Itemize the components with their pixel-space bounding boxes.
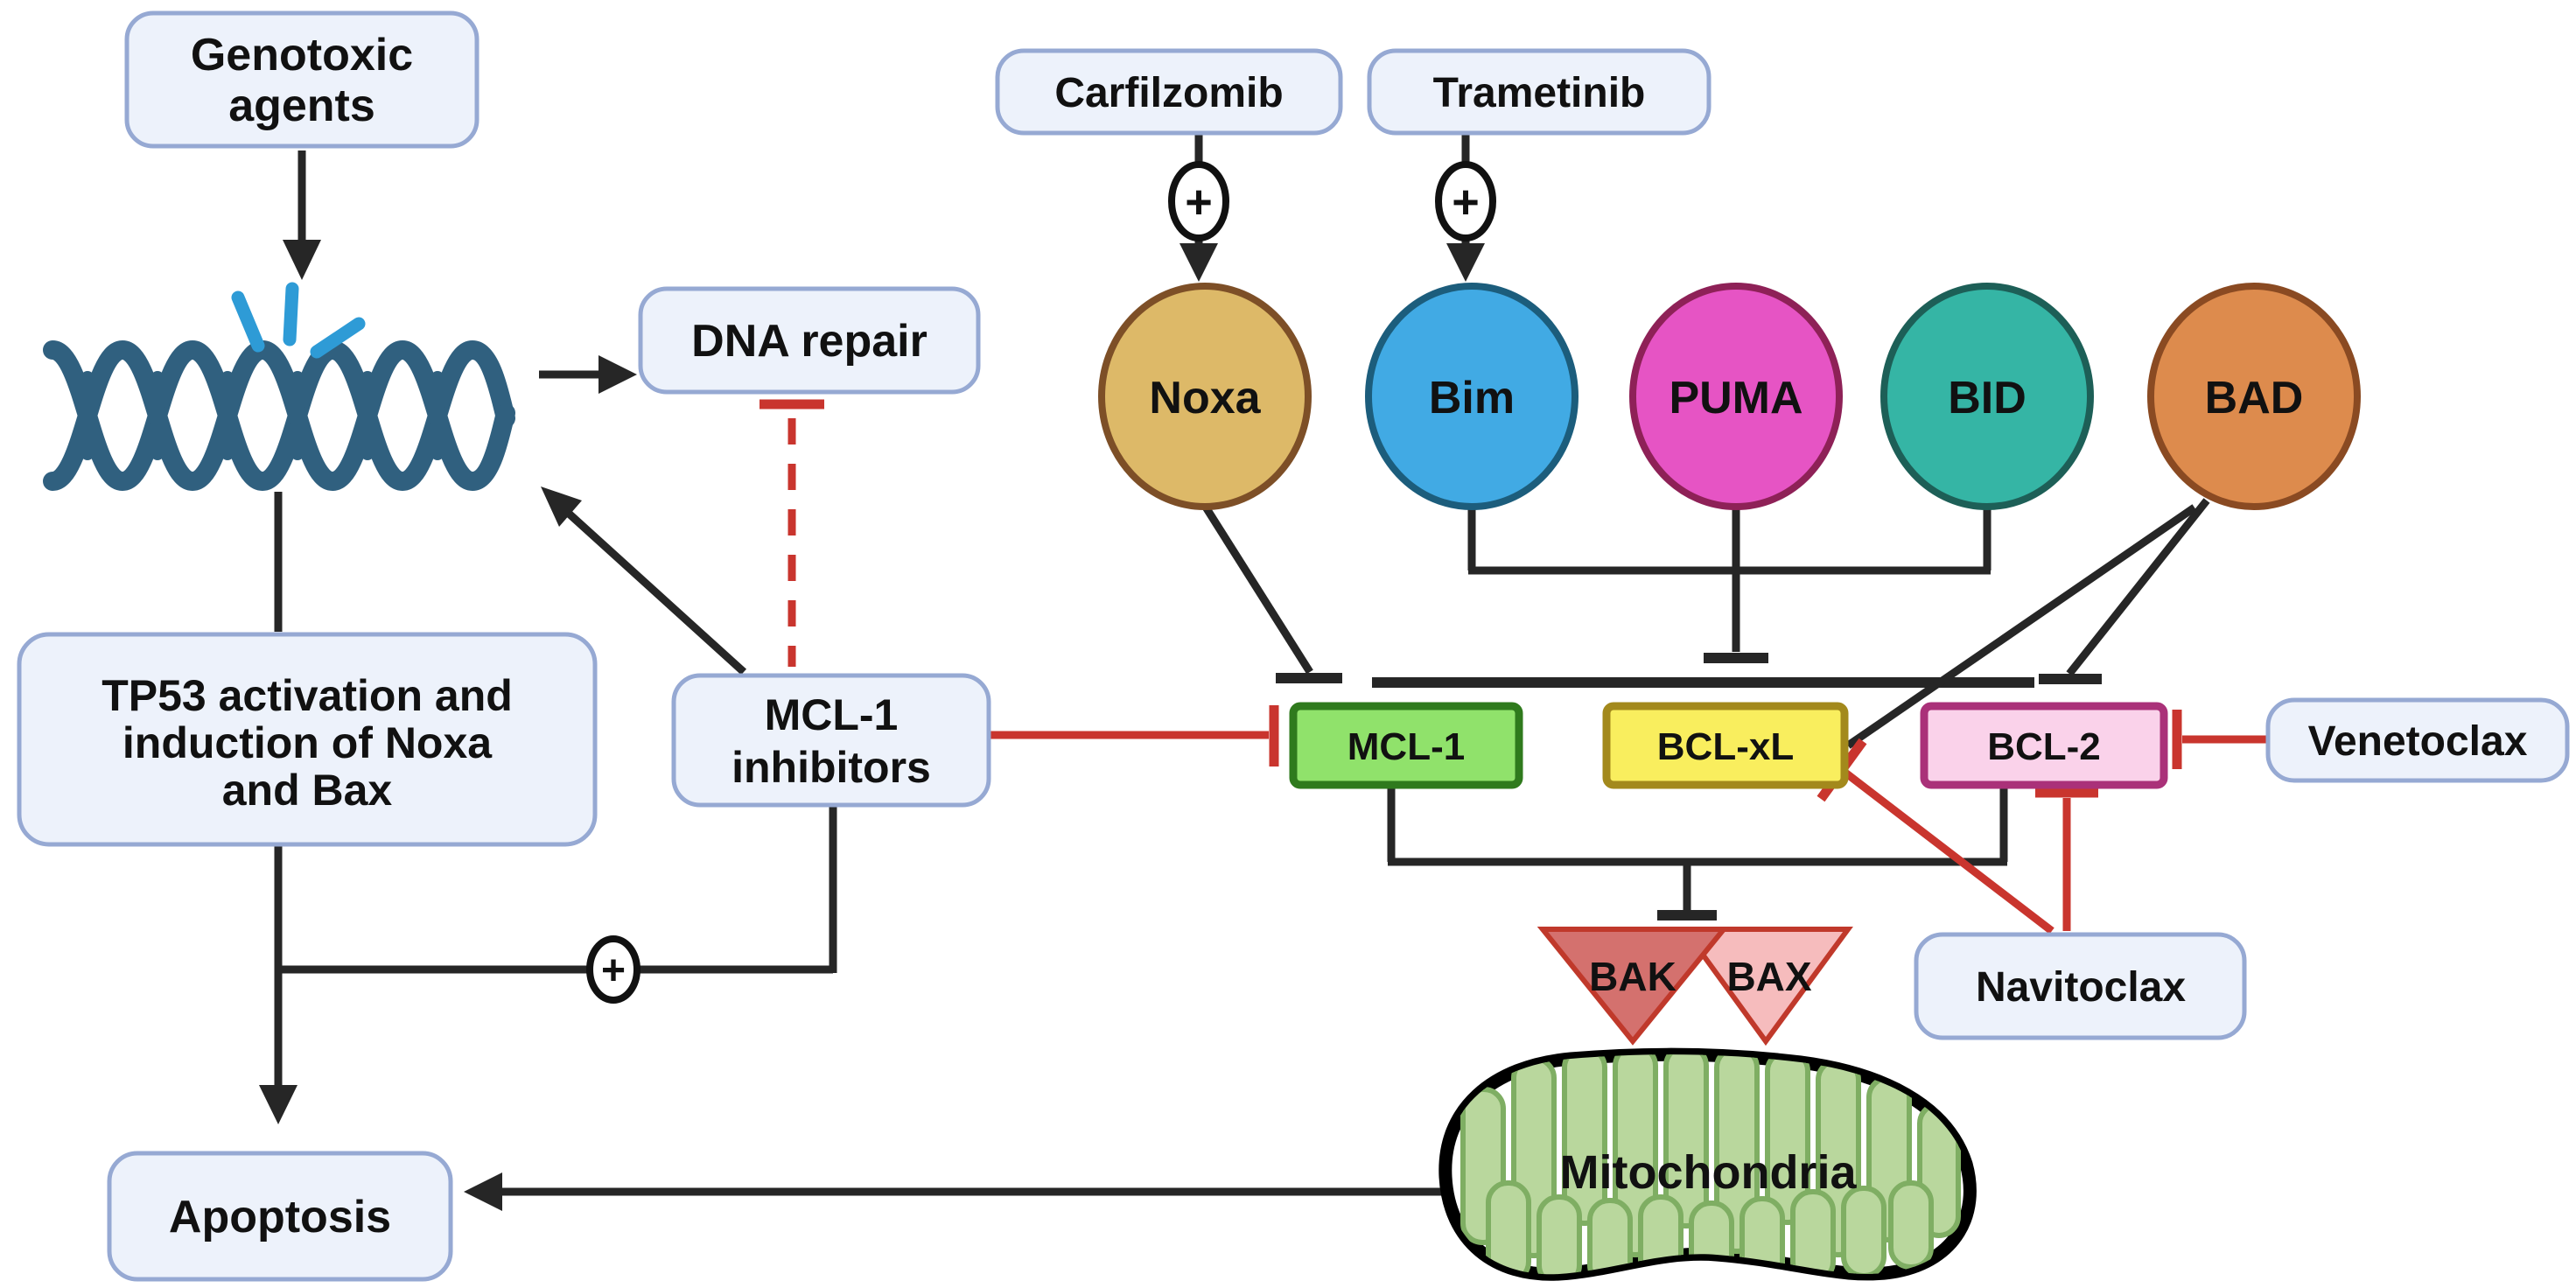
- node-tp53: TP53 activation and induction of Noxa an…: [17, 632, 598, 847]
- bid-label: BID: [1948, 373, 2026, 424]
- inhibition-bad-to-bcl2: [2039, 498, 2210, 684]
- bak-label: BAK: [1589, 954, 1676, 999]
- tp53-label-line1: TP53 activation and: [102, 671, 513, 720]
- inhibition-bim-puma-bid-bracket: [1467, 506, 1992, 663]
- dna-damage-icon: [43, 282, 515, 492]
- dna-damage-sparks-icon: [231, 282, 366, 359]
- mitochondria-icon: Mitochondria: [1438, 1047, 1977, 1281]
- plus-sign: +: [601, 948, 626, 994]
- plus-badge-carfilzomib: +: [1168, 161, 1229, 242]
- node-genotoxic-agents: Genotoxic agents: [124, 10, 480, 149]
- noxa-label: Noxa: [1149, 373, 1261, 424]
- inhibition-red-navitoclax-to-bcl2: [2035, 788, 2098, 931]
- node-bax: [1679, 927, 1853, 1046]
- node-carfilzomib: Carfilzomib: [995, 48, 1343, 136]
- carfilzomib-label: Carfilzomib: [1054, 70, 1283, 116]
- trametinib-label: Trametinib: [1433, 70, 1646, 116]
- mcl1-inhibitors-label-line2: inhibitors: [732, 743, 931, 792]
- mcl1-label: MCL-1: [1348, 725, 1465, 768]
- node-puma: PUMA: [1629, 283, 1843, 510]
- inhibition-red-mcl1-inhibitors-to-dna-repair: [760, 399, 824, 667]
- arrow-tp53-to-apoptosis: [259, 844, 298, 1124]
- plus-sign: +: [1185, 176, 1213, 228]
- node-apoptosis: Apoptosis: [107, 1151, 453, 1282]
- mitochondria-label: Mitochondria: [1560, 1146, 1858, 1199]
- node-dna-repair: DNA repair: [638, 286, 981, 395]
- bcl2-label: BCL-2: [1987, 725, 2101, 768]
- plus-badge-mcl1-inhibitors: +: [586, 935, 640, 1004]
- genotoxic-agents-label-line1: Genotoxic: [191, 30, 413, 80]
- bclxl-label: BCL-xL: [1657, 725, 1794, 768]
- bax-label: BAX: [1726, 954, 1811, 999]
- node-bcl2: BCL-2: [1920, 702, 2168, 789]
- plus-sign: +: [1452, 176, 1480, 228]
- bim-label: Bim: [1429, 373, 1515, 424]
- plus-badge-trametinib: +: [1435, 161, 1496, 242]
- inhibition-noxa-to-mcl1: [1201, 503, 1342, 683]
- puma-label: PUMA: [1669, 373, 1802, 424]
- dna-repair-label: DNA repair: [691, 316, 928, 367]
- node-bclxl: BCL-xL: [1602, 702, 1849, 789]
- inhibition-red-venetoclax-to-bcl2: [2172, 710, 2266, 769]
- node-bid: BID: [1880, 283, 2094, 510]
- node-noxa: Noxa: [1098, 283, 1312, 510]
- navitoclax-label: Navitoclax: [1976, 964, 2186, 1011]
- tp53-label-line2: induction of Noxa: [122, 718, 493, 767]
- arrow-genotoxic-to-dna: [283, 150, 321, 280]
- node-navitoclax: Navitoclax: [1914, 932, 2247, 1040]
- line-positive-branch: [278, 803, 837, 974]
- apoptosis-label: Apoptosis: [169, 1192, 391, 1242]
- mcl1-inhibitors-label-line1: MCL-1: [765, 690, 899, 739]
- bracket-mcl1-bcl2-to-bakbax: [1387, 786, 2008, 920]
- node-mcl1: MCL-1: [1289, 702, 1523, 789]
- node-venetoclax: Venetoclax: [2265, 697, 2570, 783]
- node-bim: Bim: [1365, 283, 1578, 510]
- node-trametinib: Trametinib: [1367, 48, 1712, 136]
- venetoclax-label: Venetoclax: [2308, 718, 2528, 765]
- tp53-label-line3: and Bax: [222, 766, 393, 815]
- genotoxic-agents-label-line2: agents: [228, 80, 375, 131]
- arrow-mitochondria-to-apoptosis: [464, 1172, 1451, 1211]
- arrow-dna-to-dna-repair: [539, 355, 637, 394]
- arrow-mcl1-inhibitors-to-dna: [541, 486, 747, 676]
- bad-label: BAD: [2205, 373, 2304, 424]
- node-bad: BAD: [2147, 283, 2361, 510]
- node-bak: [1536, 927, 1730, 1046]
- inhibition-red-mcl1-inhibitors-to-mcl1: [990, 705, 1279, 766]
- node-mcl1-inhibitors: MCL-1 inhibitors: [671, 673, 991, 808]
